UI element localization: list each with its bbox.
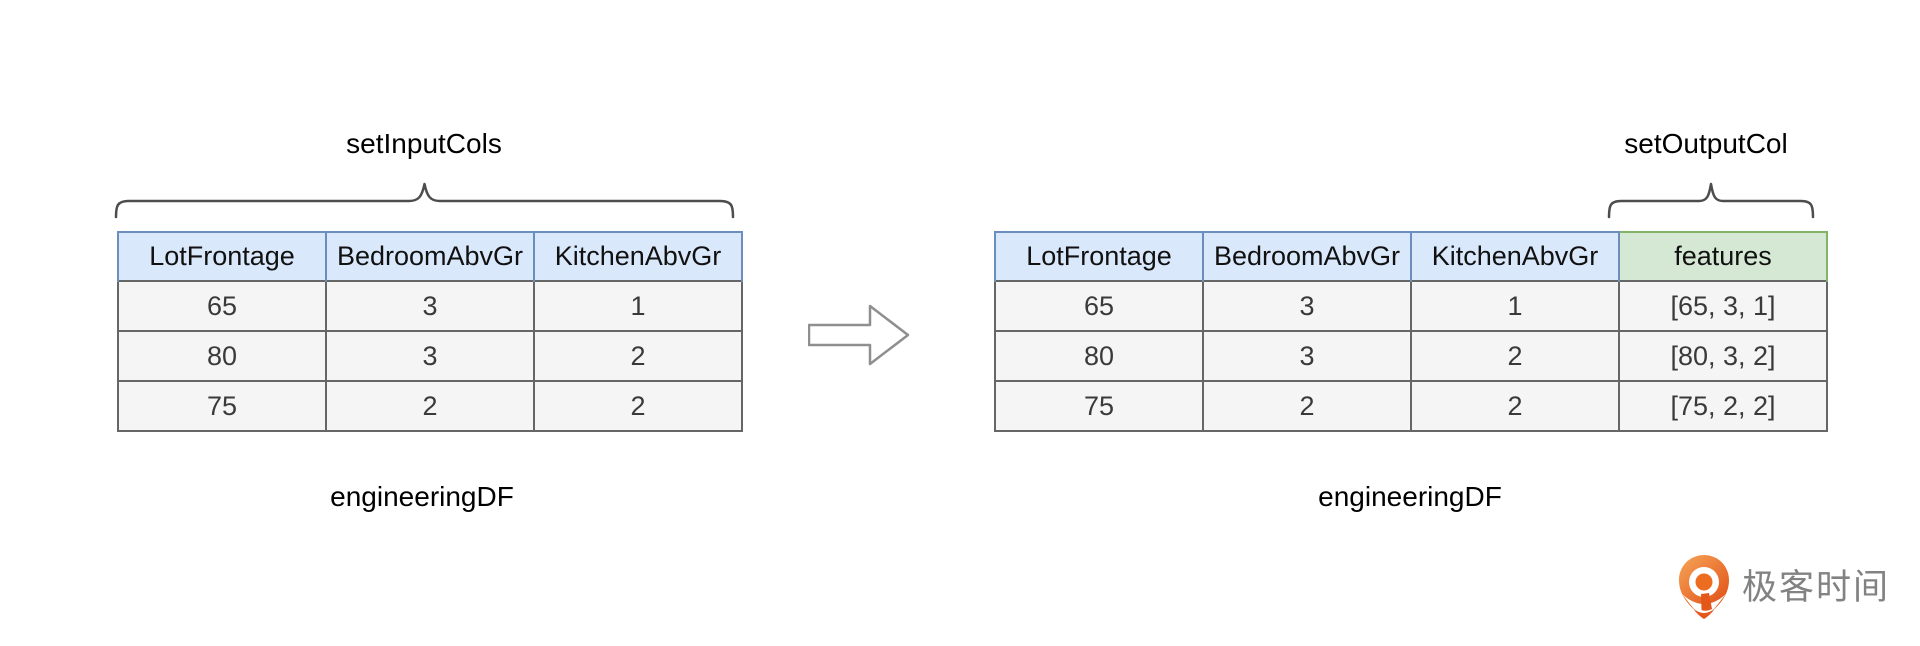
- left-table-caption: engineeringDF: [330, 481, 514, 512]
- column-header-bedroomabvgr: BedroomAbvGr: [325, 231, 535, 281]
- table-cell: 65: [117, 280, 327, 332]
- output-dataframe-table: LotFrontage BedroomAbvGr KitchenAbvGr fe…: [994, 231, 1828, 432]
- column-header-kitchenabvgr: KitchenAbvGr: [533, 231, 743, 281]
- header-row: LotFrontage BedroomAbvGr KitchenAbvGr: [117, 231, 743, 281]
- table-row: 80 3 2 [80, 3, 2]: [994, 330, 1828, 382]
- table-cell: 3: [1202, 280, 1412, 332]
- column-header-bedroomabvgr: BedroomAbvGr: [1202, 231, 1412, 281]
- input-cols-brace: [114, 182, 735, 219]
- table-row: 65 3 1 [65, 3, 1]: [994, 280, 1828, 332]
- table-cell: 65: [994, 280, 1204, 332]
- table-cell: 1: [533, 280, 743, 332]
- column-header-lotfrontage: LotFrontage: [994, 231, 1204, 281]
- header-row: LotFrontage BedroomAbvGr KitchenAbvGr fe…: [994, 231, 1828, 281]
- table-cell: 2: [1202, 380, 1412, 432]
- column-header-lotfrontage: LotFrontage: [117, 231, 327, 281]
- column-header-kitchenabvgr: KitchenAbvGr: [1410, 231, 1620, 281]
- table-cell: 75: [117, 380, 327, 432]
- table-cell: 3: [325, 280, 535, 332]
- table-cell: 1: [1410, 280, 1620, 332]
- table-cell: 2: [1410, 330, 1620, 382]
- table-cell: 2: [533, 330, 743, 382]
- set-output-col-label: setOutputCol: [1624, 128, 1788, 159]
- input-dataframe-table: LotFrontage BedroomAbvGr KitchenAbvGr 65…: [117, 231, 743, 432]
- output-col-brace: [1607, 182, 1815, 219]
- table-cell: 3: [1202, 330, 1412, 382]
- geektime-logo-text: 极客时间: [1742, 567, 1891, 607]
- table-cell-features: [80, 3, 2]: [1618, 330, 1828, 382]
- column-header-features: features: [1618, 231, 1828, 281]
- geektime-logo: 极客时间: [1678, 554, 1890, 620]
- table-cell: 2: [325, 380, 535, 432]
- table-cell-features: [75, 2, 2]: [1618, 380, 1828, 432]
- table-cell: 80: [117, 330, 327, 382]
- table-cell: 2: [533, 380, 743, 432]
- table-cell: 80: [994, 330, 1204, 382]
- geektime-pin-icon: [1679, 555, 1729, 619]
- table-cell: 3: [325, 330, 535, 382]
- right-table-caption: engineeringDF: [1318, 481, 1502, 512]
- transform-arrow-icon: [808, 304, 910, 366]
- table-row: 75 2 2: [117, 380, 743, 432]
- table-cell-features: [65, 3, 1]: [1618, 280, 1828, 332]
- table-row: 75 2 2 [75, 2, 2]: [994, 380, 1828, 432]
- table-row: 80 3 2: [117, 330, 743, 382]
- table-row: 65 3 1: [117, 280, 743, 332]
- table-cell: 2: [1410, 380, 1620, 432]
- set-input-cols-label: setInputCols: [346, 128, 502, 159]
- table-cell: 75: [994, 380, 1204, 432]
